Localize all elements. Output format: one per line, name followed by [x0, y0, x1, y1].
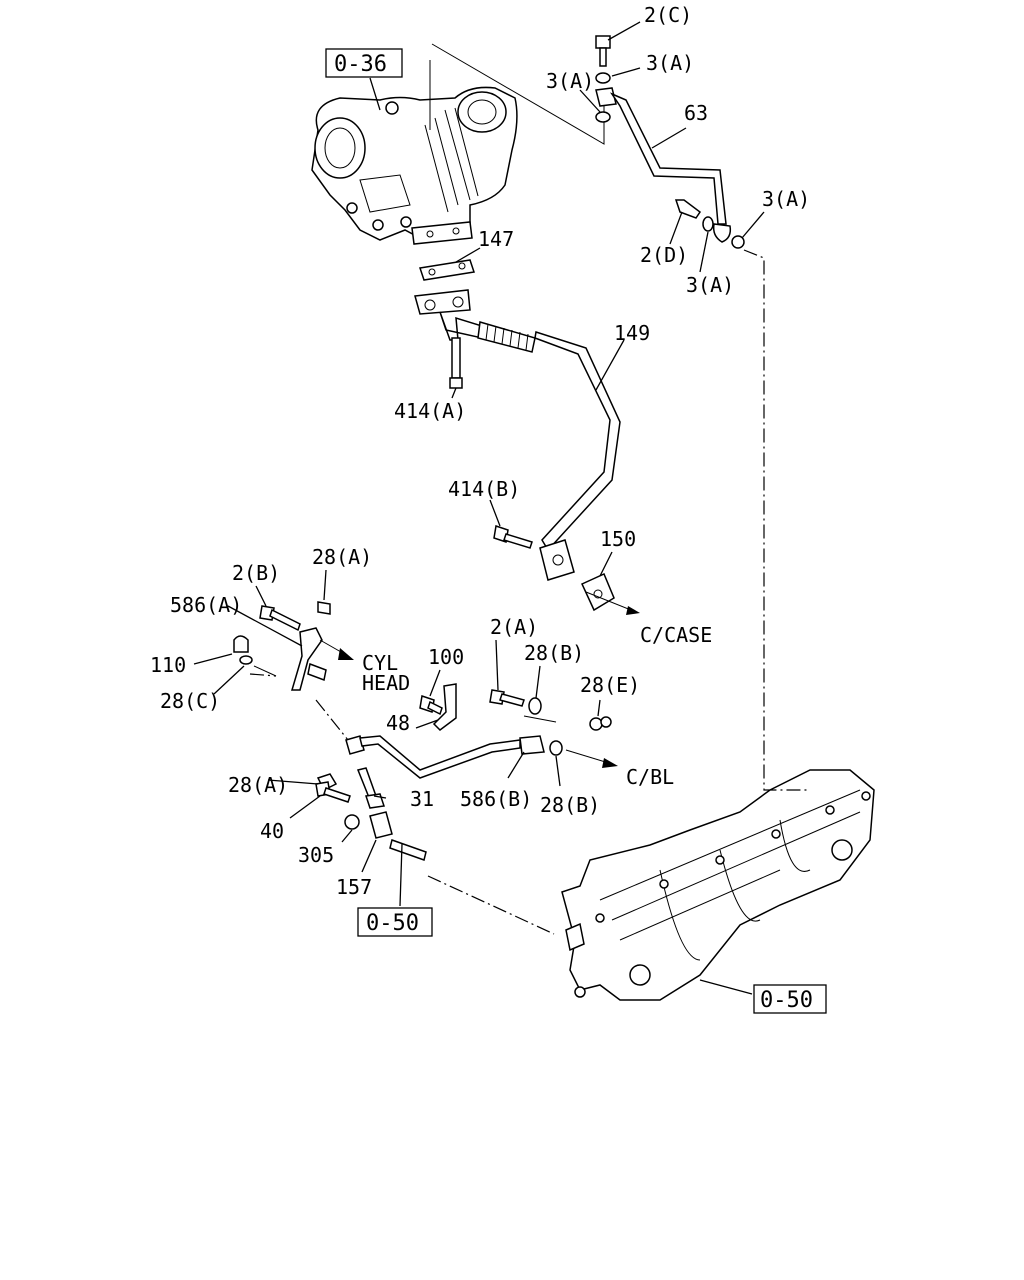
callout-149: 149: [614, 321, 650, 345]
callout-28E: 28(E): [580, 673, 640, 697]
ref-box-0-50-right[interactable]: 0-50: [753, 984, 827, 1014]
ref-box-0-36[interactable]: 0-36: [325, 48, 403, 78]
callout-3A-top: 3(A): [646, 51, 694, 75]
callout-305: 305: [298, 843, 334, 867]
callout-3A-lower: 3(A): [686, 273, 734, 297]
callout-28A-top: 28(A): [312, 545, 372, 569]
callout-3A-right: 3(A): [762, 187, 810, 211]
fitting-157: [369, 811, 427, 861]
callout-100: 100: [428, 645, 464, 669]
bolt-2B: [259, 605, 301, 632]
callout-28A-low: 28(A): [228, 773, 288, 797]
bracket-48: [432, 683, 457, 731]
bolt-414A: [449, 337, 463, 389]
destination-c-case: C/CASE: [640, 623, 712, 647]
callout-28C: 28(C): [160, 689, 220, 713]
ref-0-50-right-text: 0-50: [760, 988, 813, 1013]
callout-414B: 414(B): [448, 477, 520, 501]
callout-414A: 414(A): [394, 399, 466, 423]
callout-28B-top: 28(B): [524, 641, 584, 665]
callout-2B: 2(B): [232, 561, 280, 585]
ref-box-0-50-left[interactable]: 0-50: [357, 907, 433, 937]
pipe-586A: [290, 627, 327, 691]
callout-28B-low: 28(B): [540, 793, 600, 817]
intake-manifold: [561, 769, 875, 1001]
pipe-586B: [345, 735, 545, 779]
callout-150: 150: [600, 527, 636, 551]
gasket-147: [419, 259, 475, 281]
destination-head: HEAD: [362, 671, 410, 695]
gasket-150: [581, 572, 615, 612]
bolt-100: [419, 695, 443, 716]
callout-2A: 2(A): [490, 615, 538, 639]
callout-2D: 2(D): [640, 243, 688, 267]
ref-0-50-left-text: 0-50: [366, 911, 419, 936]
callout-3A-left: 3(A): [546, 69, 594, 93]
callout-31: 31: [410, 787, 434, 811]
bolt-2A: [489, 689, 525, 707]
clip-28A-top: [317, 601, 331, 615]
bolt-40: [315, 781, 351, 803]
washer-305: [344, 814, 360, 830]
cap-110: [233, 635, 253, 665]
dashed-relation-lines: [249, 249, 808, 935]
oil-feed-pipe-63: [595, 35, 745, 249]
clip-28E: [589, 716, 612, 731]
callout-586A: 586(A): [170, 593, 242, 617]
leader-lines: [193, 21, 765, 995]
callout-40: 40: [260, 819, 284, 843]
washer-28B-low: [549, 740, 563, 756]
callout-157: 157: [336, 875, 372, 899]
callout-586B: 586(B): [460, 787, 532, 811]
washer-28B-top: [528, 697, 542, 715]
oil-return-pipe-149: [414, 289, 621, 581]
callout-2C: 2(C): [644, 3, 692, 27]
bolt-414B: [493, 525, 533, 549]
callout-110: 110: [150, 653, 186, 677]
destination-cyl: CYL: [362, 651, 398, 675]
sensor-31: [356, 767, 385, 809]
ref-0-36-text: 0-36: [334, 52, 387, 77]
destination-c-bl: C/BL: [626, 765, 674, 789]
callout-63: 63: [684, 101, 708, 125]
callout-48: 48: [386, 711, 410, 735]
turbocharger: [311, 60, 518, 245]
callout-147: 147: [478, 227, 514, 251]
